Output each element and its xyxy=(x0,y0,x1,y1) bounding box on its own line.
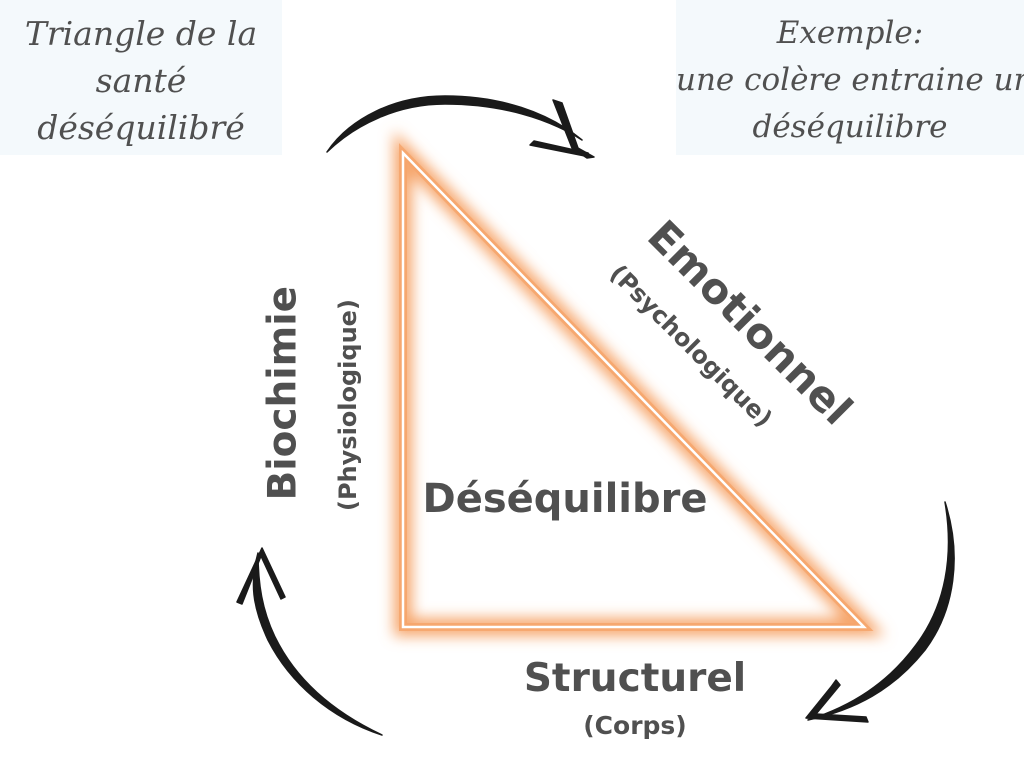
cycle-arrow-right xyxy=(805,501,955,723)
triangle-center-label: Déséquilibre xyxy=(422,476,708,522)
cycle-arrow-top xyxy=(326,95,595,159)
side-sublabel-physiologique: (Physiologique) xyxy=(334,299,362,511)
side-label-biochimie: Biochimie xyxy=(260,285,306,501)
side-label-structurel: Structurel xyxy=(523,656,747,701)
title-note-line-3: déséquilibré xyxy=(37,108,245,147)
example-note: Exemple: une colère entraine un déséquil… xyxy=(676,0,1024,155)
title-note: Triangle de la santé déséquilibré xyxy=(0,0,282,155)
example-note-line-3: déséquilibre xyxy=(752,109,948,145)
cycle-arrow-left xyxy=(236,547,383,736)
triangle-outline xyxy=(401,149,867,629)
title-note-line-2: santé xyxy=(95,61,187,100)
example-note-line-1: Exemple: xyxy=(776,15,924,51)
side-sublabel-corps: (Corps) xyxy=(583,711,687,740)
example-note-line-2: une colère entraine un xyxy=(676,62,1024,98)
title-note-line-1: Triangle de la xyxy=(24,14,258,53)
